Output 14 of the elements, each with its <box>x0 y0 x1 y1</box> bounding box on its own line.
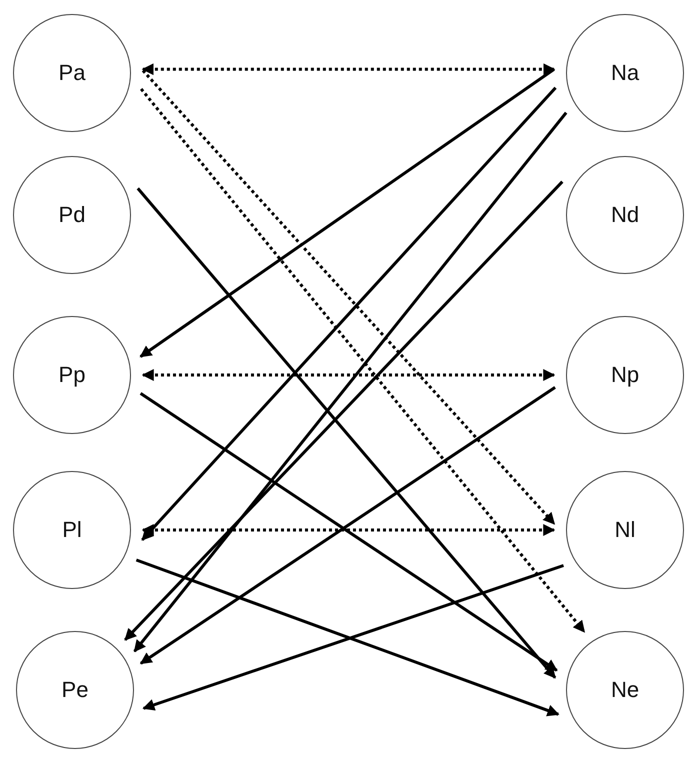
dotted-arrow <box>142 369 556 381</box>
node-label: Pp <box>58 362 86 388</box>
node-label: Na <box>610 60 640 86</box>
dotted-arrow <box>142 63 556 76</box>
node-label: Np <box>610 362 640 388</box>
arrow <box>140 68 555 358</box>
node-label: Pd <box>58 202 86 228</box>
node-label: Pe <box>62 677 88 703</box>
node-label: Ne <box>610 677 640 703</box>
node-label: Nl <box>614 517 636 543</box>
dotted-arrow <box>142 524 556 536</box>
node-label: Pa <box>58 60 86 86</box>
node-label: Pl <box>62 517 82 543</box>
node-label: Nd <box>610 202 640 228</box>
